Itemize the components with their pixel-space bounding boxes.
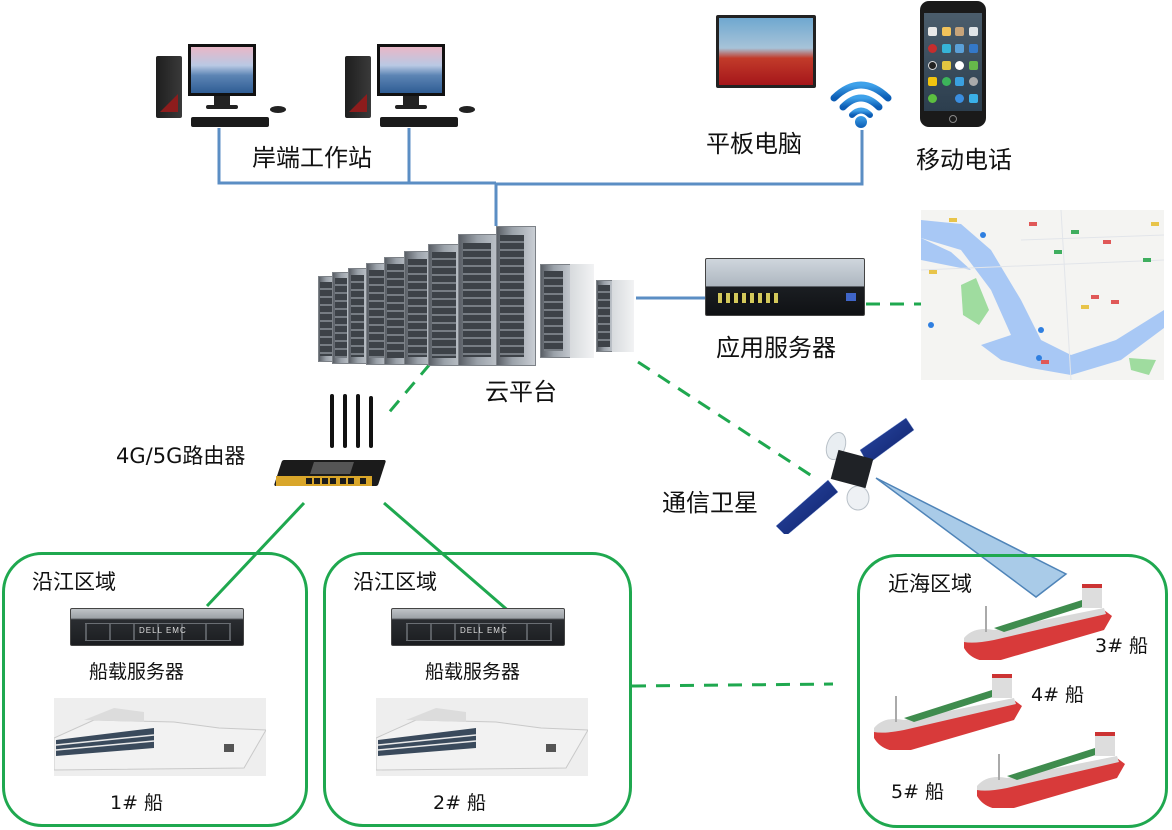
cloud-platform-label: 云平台	[485, 378, 557, 406]
cruise-ship-icon	[375, 698, 589, 776]
tablet-label: 平板电脑	[706, 130, 802, 158]
ship-label: 5# 船	[891, 781, 945, 803]
ship-server-icon: DELL EMC	[391, 608, 565, 646]
mobile-phone-label: 移动电话	[916, 146, 1012, 174]
wifi-icon	[830, 81, 892, 128]
satellite-beam	[875, 477, 1068, 598]
shore-workstation-label: 岸端工作站	[252, 144, 372, 172]
mobile-phone-icon	[920, 1, 986, 127]
dashed-line-cloud-router	[384, 363, 432, 417]
dashed-line-region2-region3	[631, 682, 834, 688]
wired-line-wifi	[496, 130, 864, 186]
region-riverside-2	[323, 552, 632, 827]
tablet-icon	[716, 15, 816, 88]
router-antenna	[369, 396, 373, 448]
ship-label: 4# 船	[1031, 684, 1085, 706]
wireless-line-router-server-2	[383, 501, 513, 616]
region-nearshore	[857, 554, 1168, 828]
cruise-ship-icon	[53, 698, 267, 776]
cargo-ship-icon	[964, 584, 1112, 660]
rack-server-icon	[705, 258, 865, 316]
region-label: 沿江区域	[353, 570, 437, 594]
cargo-ship-icon	[977, 732, 1125, 808]
router-icon	[272, 446, 390, 496]
region-label: 近海区域	[888, 572, 972, 596]
dashed-line-cloud-satellite	[637, 360, 819, 482]
region-riverside-1	[2, 552, 308, 827]
ship-server-icon: DELL EMC	[70, 608, 244, 646]
ship-label: 3# 船	[1095, 635, 1149, 657]
satellite-label: 通信卫星	[662, 489, 758, 517]
app-server-label: 应用服务器	[716, 334, 836, 362]
satellite-icon	[776, 417, 915, 534]
server-rack-cluster-icon	[318, 226, 638, 376]
router-antenna	[356, 394, 360, 448]
router-label: 4G/5G路由器	[116, 444, 246, 468]
ship-server-label: 船载服务器	[425, 661, 521, 683]
ship-label: 2# 船	[433, 792, 487, 814]
router-antenna	[343, 394, 347, 448]
desktop-computer-icon	[156, 44, 291, 129]
wired-line-workstation-1	[217, 128, 496, 185]
server-brand: DELL EMC	[460, 626, 508, 635]
map-thumbnail-icon	[921, 210, 1164, 380]
ship-server-label: 船载服务器	[89, 661, 185, 683]
cargo-ship-icon	[874, 674, 1022, 750]
region-label: 沿江区域	[32, 570, 116, 594]
ship-label: 1# 船	[110, 792, 164, 814]
server-brand: DELL EMC	[139, 626, 187, 635]
router-antenna	[330, 394, 334, 448]
desktop-computer-icon	[345, 44, 480, 129]
